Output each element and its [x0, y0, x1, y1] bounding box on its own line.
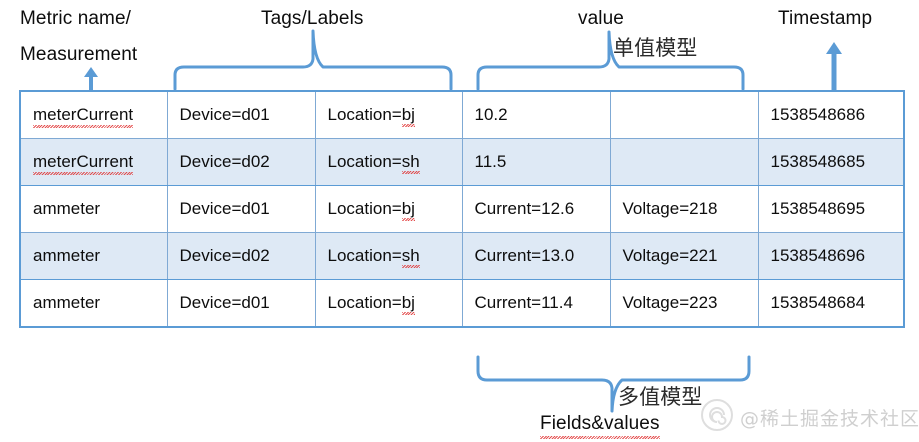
cell-tag1: Device=d02: [166, 138, 316, 186]
cell-field2: Voltage=218: [609, 185, 759, 233]
timeseries-data-table: meterCurrent Device=d01 Location=bj 10.2…: [19, 90, 905, 328]
table-row[interactable]: ammeter Device=d01 Location=bj Current=1…: [19, 279, 905, 328]
single-value-model-label: 单值模型: [613, 36, 698, 60]
cell-timestamp: 1538548684: [757, 279, 905, 328]
cell-tag1: Device=d02: [166, 232, 316, 280]
cell-field2: [609, 138, 759, 186]
cell-metric: meterCurrent: [19, 90, 168, 139]
cell-tag2: Location=bj: [314, 279, 463, 328]
value-brace-icon: [475, 30, 747, 91]
cell-tag2: Location=sh: [314, 138, 463, 186]
cell-tag2: Location=bj: [314, 90, 463, 139]
timestamp-label: Timestamp: [778, 8, 873, 29]
cell-tag1: Device=d01: [166, 185, 316, 233]
cell-tag2: Location=bj: [314, 185, 463, 233]
cell-metric: ammeter: [19, 279, 168, 328]
table-row[interactable]: meterCurrent Device=d02 Location=sh 11.5…: [19, 138, 905, 186]
table-row[interactable]: ammeter Device=d01 Location=bj Current=1…: [19, 185, 905, 233]
cell-field1: Current=13.0: [461, 232, 611, 280]
fields-values-brace-icon: [475, 355, 753, 413]
cell-field2: [609, 90, 759, 139]
tags-labels-brace-icon: [172, 29, 454, 91]
cell-field1: Current=11.4: [461, 279, 611, 328]
table-row[interactable]: meterCurrent Device=d01 Location=bj 10.2…: [19, 90, 905, 139]
cell-field2: Voltage=223: [609, 279, 759, 328]
metric-name-label-line1: Metric name/: [20, 8, 132, 29]
cell-field1: 10.2: [461, 90, 611, 139]
cell-timestamp: 1538548686: [757, 90, 905, 139]
cell-timestamp: 1538548696: [757, 232, 905, 280]
cell-tag1: Device=d01: [166, 90, 316, 139]
tags-labels-label: Tags/Labels: [261, 8, 364, 29]
cell-tag1: Device=d01: [166, 279, 316, 328]
table-row[interactable]: ammeter Device=d02 Location=sh Current=1…: [19, 232, 905, 280]
cell-field1: Current=12.6: [461, 185, 611, 233]
fields-and-values-label: Fields&values: [540, 413, 660, 439]
metric-name-label-line2: Measurement: [20, 44, 138, 65]
watermark-text: @稀土掘金技术社区: [740, 408, 919, 430]
multi-value-model-label: 多值模型: [618, 385, 703, 409]
cell-metric: ammeter: [19, 232, 168, 280]
cell-metric: meterCurrent: [19, 138, 168, 186]
watermark-logo-icon: [700, 398, 734, 437]
cell-metric: ammeter: [19, 185, 168, 233]
cell-timestamp: 1538548685: [757, 138, 905, 186]
cell-field2: Voltage=221: [609, 232, 759, 280]
cell-timestamp: 1538548695: [757, 185, 905, 233]
timestamp-arrow-icon: [823, 41, 845, 93]
cell-field1: 11.5: [461, 138, 611, 186]
cell-tag2: Location=sh: [314, 232, 463, 280]
value-label: value: [578, 8, 624, 29]
